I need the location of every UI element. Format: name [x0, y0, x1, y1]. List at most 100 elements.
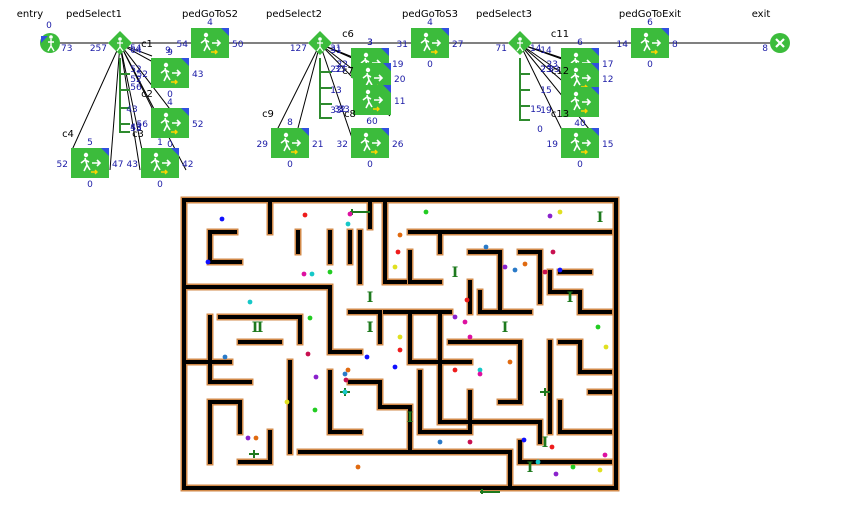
- pedestrian: [603, 344, 609, 350]
- block-c1-out-count: 43: [192, 70, 203, 80]
- overlapping-count: 33: [548, 65, 559, 75]
- block-exit-in-count: 8: [762, 44, 768, 54]
- block-pedSelect1-out-count: 54: [130, 44, 142, 54]
- overlapping-count: 15: [530, 105, 541, 115]
- maze-area-label: I: [567, 290, 574, 306]
- block-c3-name: c3: [132, 129, 144, 140]
- block-pedGoToS3-body[interactable]: [411, 28, 449, 58]
- block-c10-body[interactable]: [351, 128, 389, 158]
- maze-area-label: I: [452, 265, 459, 281]
- block-entry-name: entry: [17, 9, 44, 20]
- block-c7-name: c7: [342, 66, 354, 77]
- pedSelect2-port-count: 13: [330, 86, 341, 96]
- block-c1-body[interactable]: [151, 58, 189, 88]
- block-c9-queue-count: 0: [287, 160, 293, 170]
- block-pedSelect2-in-count: 127: [290, 44, 307, 54]
- pedestrian: [397, 232, 403, 238]
- corner-marker: [661, 28, 669, 36]
- pedestrian: [477, 371, 483, 377]
- corner-marker: [441, 28, 449, 36]
- block-c6-in-count: 22: [337, 60, 348, 70]
- maze-wall: [182, 198, 618, 490]
- pedSelect2-port-count: 33: [330, 106, 341, 116]
- block-c8-body[interactable]: [353, 85, 391, 115]
- pedestrian: [392, 264, 398, 270]
- maze-area-label: I: [257, 320, 264, 336]
- block-pedSelect3-in-count: 71: [496, 44, 507, 54]
- pedestrian: [467, 334, 473, 340]
- block-c9-body[interactable]: [271, 128, 309, 158]
- select-person-icon: [318, 37, 322, 41]
- pedestrian: [327, 269, 333, 275]
- pedestrian: [557, 267, 563, 273]
- pedestrian: [477, 367, 483, 373]
- block-c2-queue-count: 0: [167, 140, 173, 150]
- pedestrian: [342, 389, 348, 395]
- pedestrian: [452, 367, 458, 373]
- pedestrian: [547, 213, 553, 219]
- block-c11-top-count: 6: [577, 38, 583, 48]
- pedestrian: [464, 297, 470, 303]
- block-c4-name: c4: [62, 129, 74, 140]
- corner-marker: [221, 28, 229, 36]
- block-pedGoToExit-in-count: 14: [617, 40, 629, 50]
- block-pedSelect3-name: pedSelect3: [476, 9, 532, 20]
- block-c8-name: c8: [344, 109, 356, 120]
- overlapping-count: 33: [334, 65, 345, 75]
- block-c3-body[interactable]: [141, 148, 179, 178]
- entry-person-head: [49, 35, 53, 39]
- block-pedGoToS2-out-count: 50: [232, 40, 244, 50]
- block-c2-body[interactable]: [151, 108, 189, 138]
- block-pedGoToS2-body[interactable]: [191, 28, 229, 58]
- block-pedGoToExit-body[interactable]: [631, 28, 669, 58]
- corner-marker: [591, 128, 599, 136]
- pedSelect2-port-count: 31: [330, 46, 341, 56]
- pedestrian: [397, 334, 403, 340]
- block-c9-name: c9: [262, 109, 274, 120]
- corner-marker: [171, 148, 179, 156]
- block-c11-out-count: 17: [602, 60, 613, 70]
- pedestrian: [355, 464, 361, 470]
- pedestrian: [597, 467, 603, 473]
- maze-area-label: I: [367, 290, 374, 306]
- pedestrian: [437, 439, 443, 445]
- block-pedGoToExit-name: pedGoToExit: [619, 9, 681, 20]
- block-pedGoToS3-queue-count: 0: [427, 60, 433, 70]
- corner-marker: [591, 87, 599, 95]
- pedestrian: [392, 364, 398, 370]
- block-c2-out-count: 52: [192, 120, 203, 130]
- block-c13-body[interactable]: [561, 87, 599, 117]
- block-c4-body[interactable]: [71, 148, 109, 178]
- corner-marker: [181, 58, 189, 66]
- maze-wall: [448, 340, 522, 404]
- block-c14-body[interactable]: [561, 128, 599, 158]
- block-c11-name: c11: [551, 29, 569, 40]
- select-person-glyph: [116, 41, 124, 52]
- maze-wall: [558, 340, 612, 374]
- maze-wall: [478, 290, 532, 314]
- maze-area-label: I: [527, 460, 534, 476]
- select-person-glyph: [516, 41, 524, 52]
- pedestrian: [345, 367, 351, 373]
- block-c3-queue-count: 0: [157, 180, 163, 190]
- pedestrian: [557, 209, 563, 215]
- block-pedGoToExit-out-count: 8: [672, 40, 678, 50]
